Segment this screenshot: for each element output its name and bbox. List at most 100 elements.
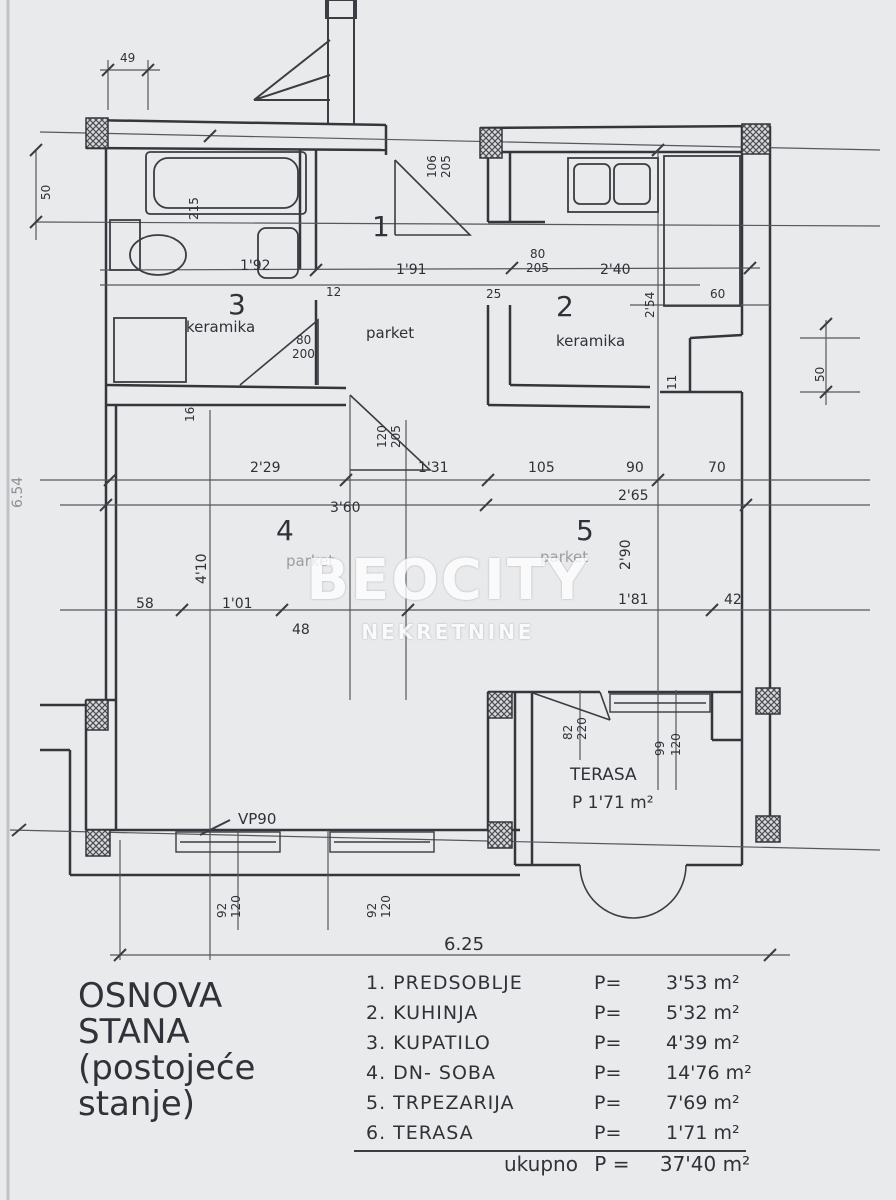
dim-42: 42 [724, 592, 742, 608]
dimension-labels: 49 50 50 60 12 25 80 205 80 200 106 205 … [10, 51, 827, 955]
watermark-brand: BEOCITY [306, 548, 590, 613]
bathroom-fixtures [109, 151, 307, 383]
dim-205-kitchen: 205 [526, 261, 549, 275]
dim-205-door: 205 [389, 425, 403, 448]
dim-25: 25 [486, 287, 501, 301]
legend-room-name: 6. TERASA [366, 1122, 474, 1144]
plan-title: OSNOVA STANA (postojeće stanje) [78, 978, 255, 1122]
area-legend: 1. PREDSOBLJE P= 3'53 m² 2. KUHINJA P= 5… [366, 972, 766, 1152]
legend-room-name: 4. DN- SOBA [366, 1062, 496, 1084]
legend-row: 4. DN- SOBA P= 14'76 m² [366, 1062, 766, 1092]
dim-410: 4'10 [194, 553, 210, 584]
windows [175, 693, 711, 853]
columns [85, 117, 781, 857]
dimension-ticks [11, 63, 833, 962]
dim-50-right: 50 [813, 367, 827, 382]
room-number-4: 4 [276, 514, 294, 547]
legend-row: 2. KUHINJA P= 5'32 m² [366, 1002, 766, 1032]
dim-229: 2'29 [250, 460, 281, 476]
terrace-label: TERASA P 1'71 m² VP90 [238, 765, 654, 828]
walls [40, 118, 772, 877]
dim-265: 2'65 [618, 488, 649, 504]
title-line-3: (postojeće [78, 1048, 256, 1088]
dim-181: 1'81 [618, 592, 649, 608]
dim-58: 58 [136, 596, 154, 612]
legend-p: P= [594, 1062, 622, 1084]
legend-p: P= [594, 1092, 622, 1114]
total-area: 37'40 m² [659, 1152, 751, 1176]
legend-p: P= [594, 972, 622, 994]
dim-101: 1'01 [222, 596, 253, 612]
sink [567, 157, 659, 213]
floor-label-4: parket [286, 552, 334, 570]
legend-area: 4'39 m² [666, 1032, 740, 1054]
dim-120-terrace: 120 [669, 733, 683, 756]
dim-205-entry: 205 [439, 155, 453, 178]
dim-654: 6.54 [10, 477, 26, 508]
dim-48: 48 [292, 622, 310, 638]
dim-240: 2'40 [600, 262, 631, 278]
legend-area: 7'69 m² [666, 1092, 740, 1114]
dim-16: 16 [183, 407, 197, 422]
bathtub [145, 151, 307, 215]
floor-label-2: keramika [556, 332, 625, 350]
dim-120-a: 120 [229, 895, 243, 918]
total-rule [354, 1150, 746, 1152]
legend-row: 3. KUPATILO P= 4'39 m² [366, 1032, 766, 1062]
dim-131: 1'31 [418, 460, 449, 476]
dim-120-door: 120 [375, 425, 389, 448]
dim-50-left: 50 [39, 185, 53, 200]
floor-label-5: parket [540, 548, 588, 566]
legend-p: P= [594, 1002, 622, 1024]
dim-92-b: 92 [365, 903, 379, 918]
washbasin [257, 227, 299, 279]
legend-area: 1'71 m² [666, 1122, 740, 1144]
legend-area: 5'32 m² [666, 1002, 740, 1024]
legend-row: 1. PREDSOBLJE P= 3'53 m² [366, 972, 766, 1002]
window-label: VP90 [238, 810, 276, 828]
dim-191: 1'91 [396, 262, 427, 278]
dim-82: 82 [561, 725, 575, 740]
room-numbers: 1 2 3 4 5 [228, 210, 594, 547]
counter [663, 155, 741, 307]
legend-row: 5. TRPEZARIJA P= 7'69 m² [366, 1092, 766, 1122]
dim-80-kitchen: 80 [530, 247, 545, 261]
dim-90: 90 [626, 460, 644, 476]
terrace-name: TERASA [569, 765, 637, 785]
terrace-area: P 1'71 m² [572, 793, 654, 813]
dim-92-a: 92 [215, 903, 229, 918]
floor-label-1: parket [366, 324, 414, 342]
dim-215: 215 [187, 197, 201, 220]
dim-192: 1'92 [240, 258, 271, 274]
dim-220: 220 [575, 717, 589, 740]
legend-room-name: 3. KUPATILO [366, 1032, 491, 1054]
floor-label-3: keramika [186, 318, 255, 336]
total-label: ukupno [504, 1152, 578, 1176]
room-number-2: 2 [556, 290, 574, 323]
dim-12: 12 [326, 285, 341, 299]
dim-11: 11 [665, 375, 679, 390]
title-line-4: stanje) [78, 1084, 196, 1124]
dim-105: 105 [528, 460, 555, 476]
shaft [253, 0, 357, 125]
legend-room-name: 1. PREDSOBLJE [366, 972, 523, 994]
room-number-3: 3 [228, 288, 246, 321]
dim-106: 106 [425, 155, 439, 178]
legend-area: 3'53 m² [666, 972, 740, 994]
legend-area: 14'76 m² [666, 1062, 752, 1084]
legend-room-name: 2. KUHINJA [366, 1002, 479, 1024]
toilet-bowl [129, 234, 187, 276]
watermark-sub: NEKRETNINE [361, 620, 535, 644]
dim-99: 99 [653, 741, 667, 756]
total-p: P = [594, 1152, 630, 1176]
dim-120-b: 120 [379, 895, 393, 918]
legend-p: P= [594, 1032, 622, 1054]
legend-p: P= [594, 1122, 622, 1144]
total-row: ukupno P = 37'40 m² [504, 1152, 750, 1176]
title-line-1: OSNOVA [78, 976, 223, 1016]
dim-360: 3'60 [330, 500, 361, 516]
legend-row: 6. TERASA P= 1'71 m² [366, 1122, 766, 1152]
dim-625: 6.25 [444, 934, 484, 955]
dim-254: 2'54 [643, 292, 657, 318]
